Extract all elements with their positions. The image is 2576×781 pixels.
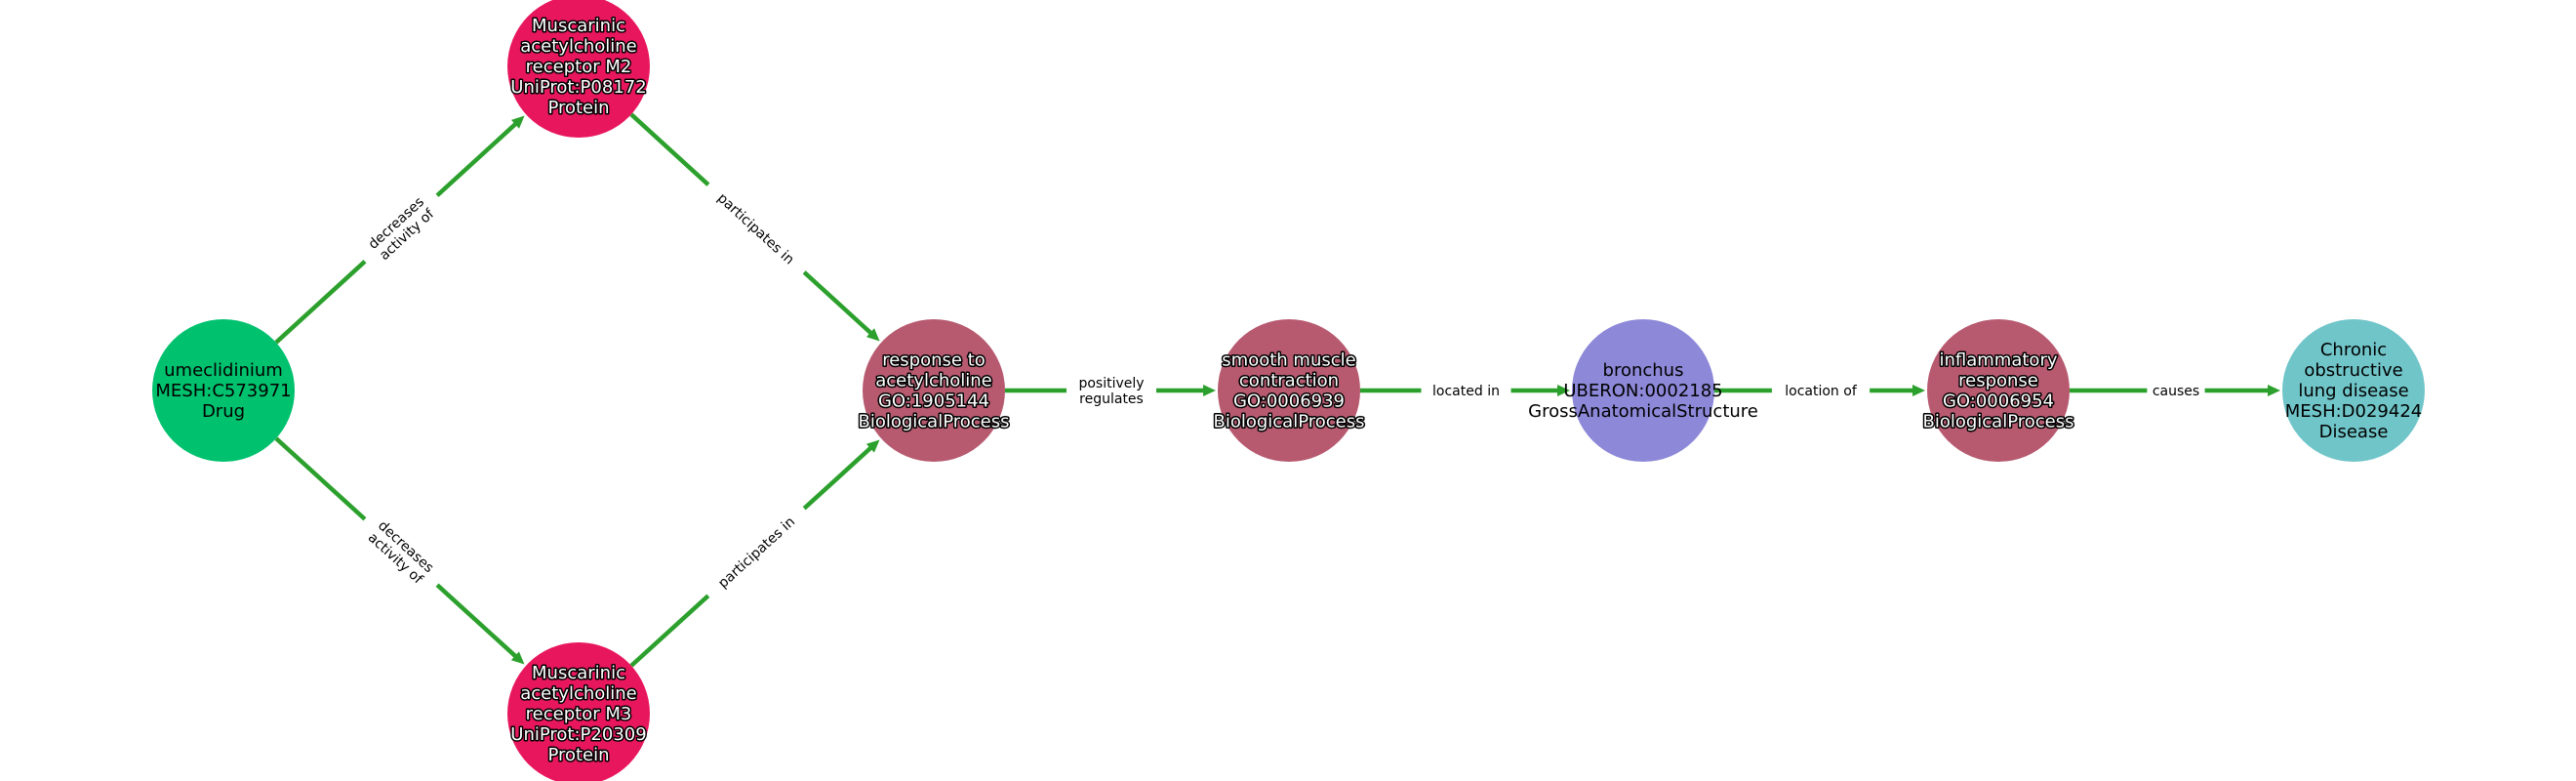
edge-m2-resp_ach: participates in	[629, 112, 880, 342]
edge-label: participates in	[701, 177, 812, 280]
edge-label-bg	[701, 500, 812, 604]
nodes-layer: umeclidiniumMESH:C573971DrugMuscarinicac…	[152, 0, 2425, 781]
edge-inflam-copd: causes	[2070, 380, 2280, 401]
node-circle[interactable]	[507, 642, 650, 781]
node-label-line: GO:0006939	[1233, 391, 1345, 412]
edge-label-line: regulates	[1079, 391, 1144, 407]
arrowhead-icon	[865, 328, 880, 342]
arrowhead-icon	[1557, 385, 1570, 396]
edge-label: participates in	[701, 500, 812, 604]
node-circle[interactable]	[1927, 319, 2070, 462]
node-label-line: Disease	[2319, 422, 2389, 442]
arrowhead-icon	[865, 439, 880, 453]
node-inflam[interactable]: inflammatoryresponseGO:0006954Biological…	[1921, 319, 2075, 462]
node-circle[interactable]	[2282, 319, 2425, 462]
node-label-line: MESH:C573971	[155, 381, 291, 401]
edge-label-line: causes	[2153, 384, 2199, 399]
node-label-line: receptor M3	[526, 704, 632, 724]
node-label-line: umeclidinium	[164, 360, 283, 381]
node-label-line: GO:0006954	[1943, 391, 2054, 412]
arrowhead-icon	[2268, 385, 2280, 396]
edge-label-bg	[701, 177, 812, 280]
node-label-line: UniProt:P20309	[510, 724, 646, 745]
edge-label-bg	[352, 182, 450, 275]
edge-bronchus-inflam: location of	[1714, 380, 1925, 401]
arrowhead-icon	[1912, 385, 1925, 396]
node-circle[interactable]	[863, 319, 1005, 462]
node-circle[interactable]	[1218, 319, 1360, 462]
node-label-line: response	[1958, 371, 2038, 391]
node-resp_ach[interactable]: response toacetylcholineGO:1905144Biolog…	[857, 319, 1011, 462]
edge-smooth-bronchus: located in	[1360, 380, 1570, 401]
node-label-line: obstructive	[2304, 360, 2402, 381]
arrowhead-icon	[510, 651, 525, 665]
edge-label: causes	[2147, 380, 2205, 401]
node-label-line: BiologicalProcess	[1922, 412, 2073, 432]
node-label-line: UniProt:P08172	[510, 77, 646, 98]
node-label-line: Chronic	[2320, 340, 2387, 360]
edge-label-line: location of	[1785, 384, 1858, 399]
node-label-line: Protein	[547, 745, 609, 765]
node-label-line: GrossAnatomicalStructure	[1528, 401, 1758, 422]
edge-label-line: located in	[1432, 384, 1500, 399]
edge-label-bg	[1067, 372, 1156, 409]
node-label-line: MESH:D029424	[2285, 401, 2423, 422]
node-label-line: bronchus	[1603, 360, 1684, 381]
node-label-line: GO:1905144	[878, 391, 989, 412]
edge-label: location of	[1771, 380, 1871, 401]
edge-label-bg	[352, 505, 450, 599]
edge-label-line: participates in	[714, 190, 797, 267]
node-label-line: contraction	[1239, 371, 1339, 391]
node-label-line: receptor M2	[526, 57, 632, 77]
node-label-line: acetylcholine	[520, 36, 637, 57]
edge-label: located in	[1421, 380, 1511, 401]
node-label-line: Muscarinic	[532, 663, 625, 683]
node-label-line: acetylcholine	[520, 683, 637, 704]
edge-label-bg	[2147, 380, 2205, 401]
node-label-line: UBERON:0002185	[1563, 381, 1722, 401]
edge-label-bg	[1421, 380, 1511, 401]
node-circle[interactable]	[1572, 319, 1714, 462]
edge-label-line: positively	[1078, 376, 1144, 391]
arrowhead-icon	[1203, 385, 1216, 396]
node-label-line: BiologicalProcess	[1213, 412, 1364, 432]
node-circle[interactable]	[152, 319, 295, 462]
node-circle[interactable]	[507, 0, 650, 138]
node-label-line: smooth muscle	[1222, 350, 1355, 371]
node-label-line: Muscarinic	[532, 16, 625, 36]
arrowhead-icon	[510, 115, 525, 129]
edge-m3-resp_ach: participates in	[629, 439, 880, 668]
node-label-line: acetylcholine	[875, 371, 992, 391]
node-smooth[interactable]: smooth musclecontractionGO:0006939Biolog…	[1212, 319, 1366, 462]
node-label-line: Protein	[547, 98, 609, 118]
node-label-line: response to	[882, 350, 986, 371]
node-label-line: BiologicalProcess	[858, 412, 1009, 432]
edge-label-bg	[1771, 380, 1871, 401]
node-label-line: Drug	[202, 401, 245, 422]
node-label-line: lung disease	[2298, 381, 2408, 401]
node-label-line: inflammatory	[1940, 350, 2058, 371]
edge-label-line: participates in	[715, 514, 798, 592]
node-bronchus[interactable]: bronchusUBERON:0002185GrossAnatomicalStr…	[1528, 319, 1758, 462]
